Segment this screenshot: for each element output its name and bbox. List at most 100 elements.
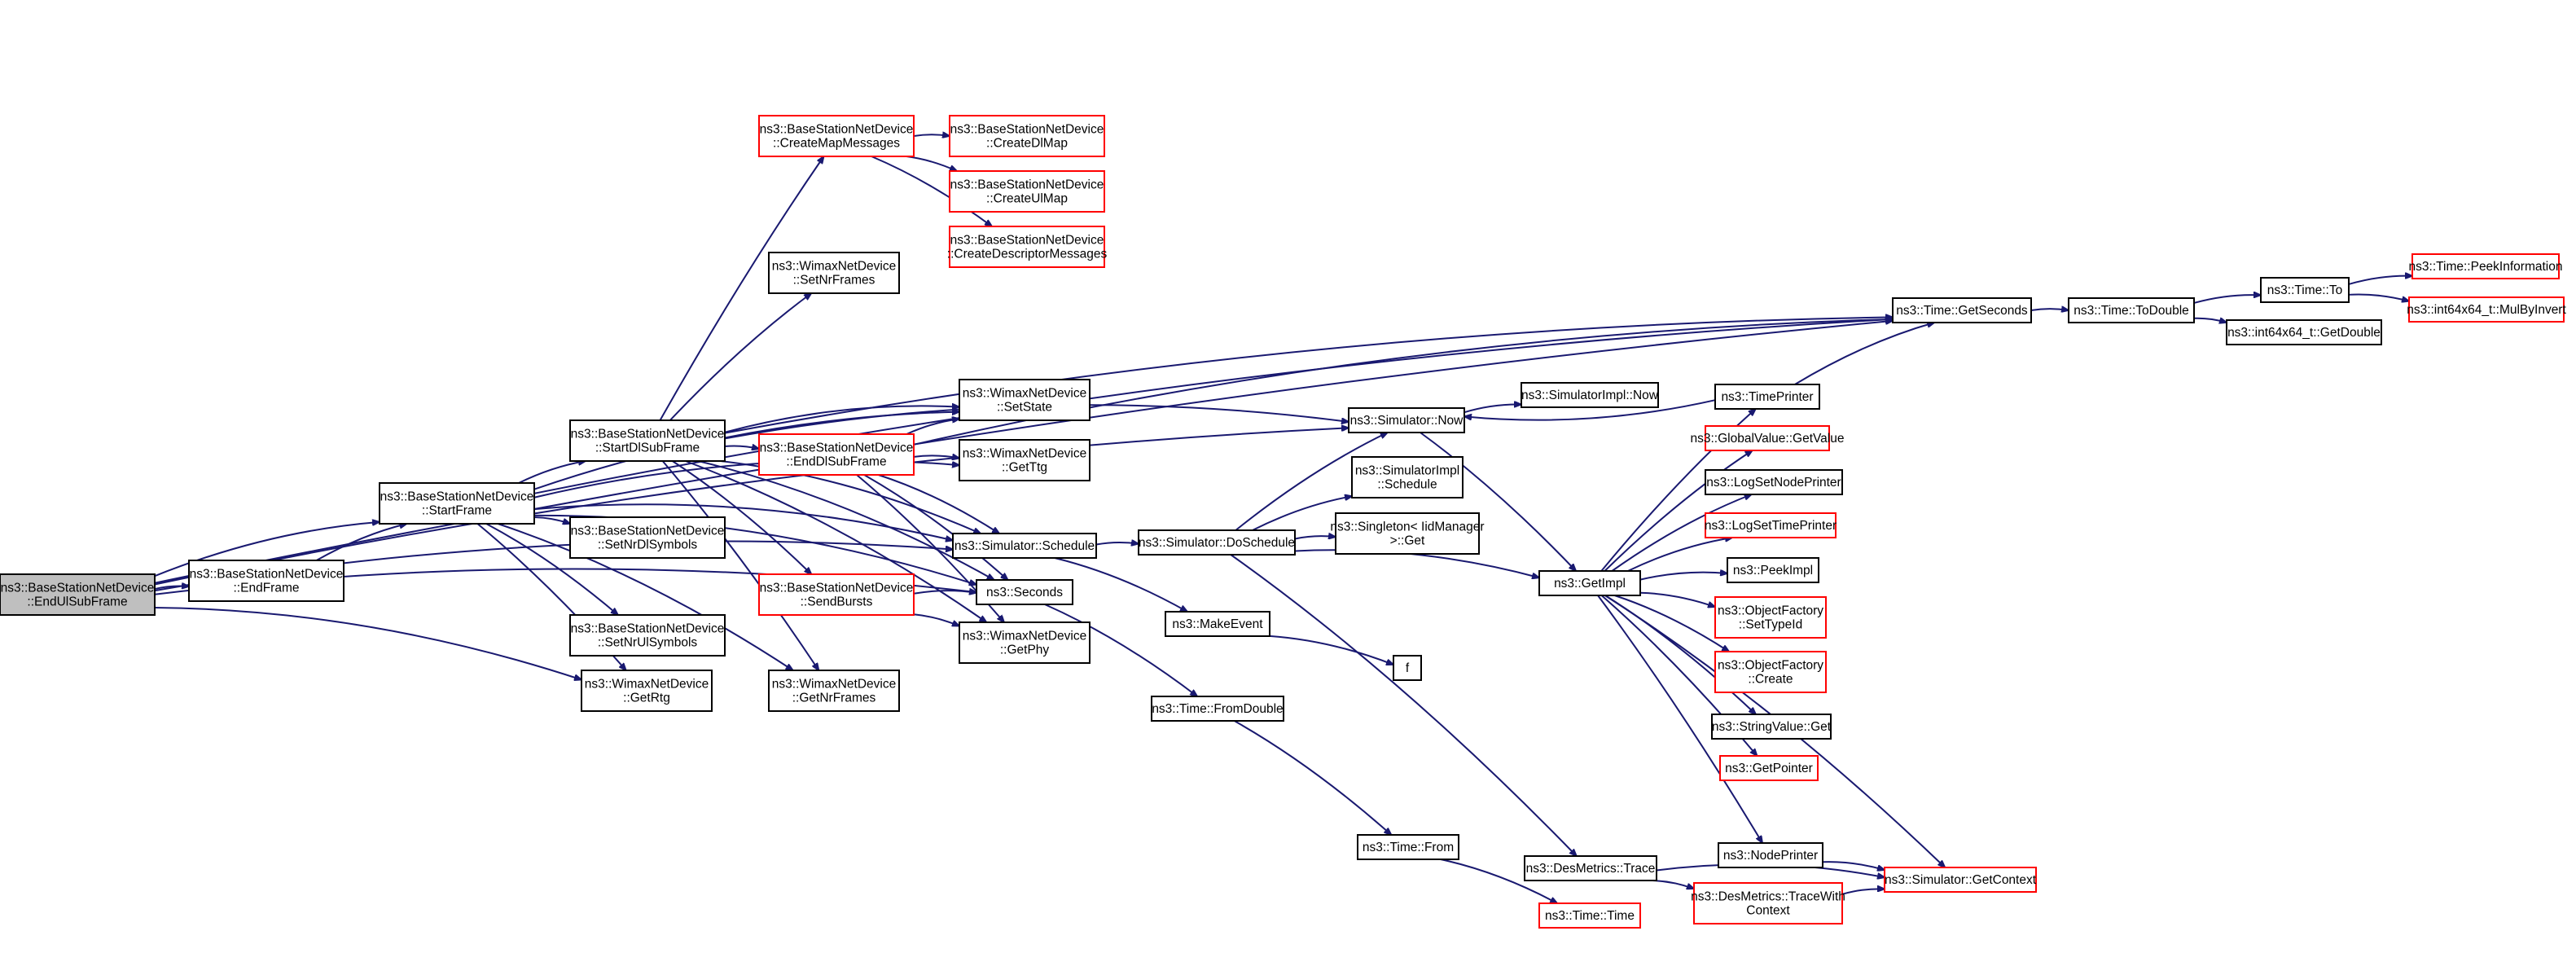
- node-now[interactable]: ns3::Simulator::Now: [1348, 407, 1465, 433]
- node-label-line: ::GetNrFrames: [792, 692, 876, 705]
- node-box: [959, 621, 1091, 664]
- node-box: [1165, 611, 1270, 637]
- node-fromdouble[interactable]: ns3::Time::FromDouble: [1151, 696, 1284, 722]
- edge-startdl-to-setstate: [724, 406, 959, 433]
- edge-tracewith-to-getcontext: [1841, 889, 1885, 895]
- node-seconds[interactable]: ns3::Seconds: [976, 579, 1073, 605]
- edge-getimpl-to-logtime: [1627, 538, 1732, 572]
- node-label-line: ns3::BaseStationNetDevice: [760, 441, 914, 455]
- node-globalvalue[interactable]: ns3::GlobalValue::GetValue: [1691, 425, 1845, 451]
- node-create[interactable]: ns3::ObjectFactory::Create: [1714, 651, 1827, 693]
- edge-doschedule-to-now: [1235, 433, 1387, 531]
- node-label-line: ns3::WimaxNetDevice: [963, 630, 1086, 643]
- node-sendbursts[interactable]: ns3::BaseStationNetDevice::SendBursts: [758, 573, 915, 616]
- node-implsched[interactable]: ns3::SimulatorImpl::Schedule: [1351, 456, 1464, 498]
- node-label-line: ns3::BaseStationNetDevice: [760, 123, 914, 137]
- node-timeto[interactable]: ns3::Time::To: [2260, 277, 2350, 303]
- node-box: [0, 573, 156, 616]
- node-label-line: ::CreateMapMessages: [773, 137, 900, 151]
- node-box: [1693, 882, 1843, 924]
- node-label-line: ::GetRtg: [623, 692, 670, 705]
- node-label-line: ::GetTtg: [1002, 461, 1047, 475]
- edge-startdl-to-schedule: [720, 460, 981, 534]
- node-box: [1884, 867, 2037, 893]
- node-setnrframes[interactable]: ns3::WimaxNetDevice::SetNrFrames: [768, 252, 900, 294]
- node-schedule[interactable]: ns3::Simulator::Schedule: [952, 533, 1097, 559]
- edge-startdl-to-getphy: [685, 460, 987, 622]
- edge-getimpl-to-peekimpl: [1639, 573, 1727, 581]
- node-label-line: ns3::Simulator::Schedule: [954, 539, 1095, 553]
- node-lognode[interactable]: ns3::LogSetNodePrinter: [1705, 469, 1843, 495]
- node-endul[interactable]: ns3::BaseStationNetDevice::EndUlSubFrame: [0, 573, 156, 616]
- node-getnrframes[interactable]: ns3::WimaxNetDevice::GetNrFrames: [768, 670, 900, 712]
- node-box: [1348, 407, 1465, 433]
- node-f[interactable]: f: [1393, 655, 1422, 681]
- edge-startdl-to-createmap: [659, 156, 824, 421]
- node-desmetrics[interactable]: ns3::DesMetrics::Trace: [1524, 855, 1657, 881]
- node-getttg[interactable]: ns3::WimaxNetDevice::GetTtg: [959, 439, 1091, 481]
- node-getdouble[interactable]: ns3::int64x64_t::GetDouble: [2226, 319, 2382, 345]
- node-setstate[interactable]: ns3::WimaxNetDevice::SetState: [959, 379, 1091, 421]
- node-box: [1705, 469, 1843, 495]
- node-peekinfo[interactable]: ns3::Time::PeekInformation: [2409, 253, 2563, 279]
- node-singleton[interactable]: ns3::Singleton< IidManager>::Get: [1330, 512, 1485, 555]
- node-label-line: ns3::BaseStationNetDevice: [950, 178, 1104, 192]
- node-box: [959, 379, 1091, 421]
- node-createul[interactable]: ns3::BaseStationNetDevice::CreateUlMap: [949, 170, 1105, 213]
- node-box: [1714, 596, 1827, 639]
- node-label-line: ns3::BaseStationNetDevice: [571, 525, 725, 538]
- node-mulbyinvert[interactable]: ns3::int64x64_t::MulByInvert: [2407, 296, 2566, 323]
- node-box: [758, 573, 915, 616]
- node-timetime[interactable]: ns3::Time::Time: [1538, 902, 1641, 929]
- node-getseconds[interactable]: ns3::Time::GetSeconds: [1892, 297, 2032, 323]
- node-nodeprinter[interactable]: ns3::NodePrinter: [1718, 842, 1823, 868]
- edge-getimpl-to-globalvalue: [1604, 450, 1752, 572]
- node-setnrdl[interactable]: ns3::BaseStationNetDevice::SetNrDlSymbol…: [569, 516, 726, 559]
- node-peekimpl[interactable]: ns3::PeekImpl: [1727, 557, 1819, 583]
- edge-startframe-to-startdl: [518, 461, 586, 484]
- edge-sendbursts-to-seconds: [913, 591, 976, 594]
- node-label-line: ns3::BaseStationNetDevice: [571, 622, 725, 636]
- node-label-line: ns3::Time::ToDouble: [2074, 304, 2189, 318]
- node-timeprinter[interactable]: ns3::TimePrinter: [1714, 384, 1820, 410]
- node-label-line: ns3::int64x64_t::GetDouble: [2227, 326, 2381, 340]
- edge-doschedule-to-desmetrics: [1230, 554, 1577, 856]
- edge-sendbursts-to-getphy: [913, 613, 959, 627]
- edge-startdl-to-getnrframes: [661, 460, 819, 670]
- node-createdesc[interactable]: ns3::BaseStationNetDevice::CreateDescrip…: [947, 226, 1108, 268]
- node-label-line: ns3::ObjectFactory: [1718, 659, 1823, 673]
- node-startframe[interactable]: ns3::BaseStationNetDevice::StartFrame: [379, 482, 535, 525]
- node-getphy[interactable]: ns3::WimaxNetDevice::GetPhy: [959, 621, 1091, 664]
- node-setnrul[interactable]: ns3::BaseStationNetDevice::SetNrUlSymbol…: [569, 614, 726, 657]
- node-label-line: ::StartDlSubFrame: [595, 441, 700, 455]
- node-label-line: ns3::TimePrinter: [1721, 390, 1813, 404]
- node-getrtg[interactable]: ns3::WimaxNetDevice::GetRtg: [581, 670, 713, 712]
- node-startdl[interactable]: ns3::BaseStationNetDevice::StartDlSubFra…: [569, 419, 726, 462]
- node-createmap[interactable]: ns3::BaseStationNetDevice::CreateMapMess…: [758, 115, 915, 157]
- node-getimpl[interactable]: ns3::GetImpl: [1538, 570, 1641, 596]
- node-enddl[interactable]: ns3::BaseStationNetDevice::EndDlSubFrame: [758, 433, 915, 476]
- node-label-line: ns3::Singleton< IidManager: [1330, 520, 1484, 534]
- node-box: [952, 533, 1097, 559]
- edge-endul-to-startframe: [154, 522, 380, 578]
- node-getpointer[interactable]: ns3::GetPointer: [1719, 755, 1819, 781]
- node-doschedule[interactable]: ns3::Simulator::DoSchedule: [1138, 529, 1296, 556]
- edge-getimpl-to-lognode: [1611, 494, 1751, 572]
- node-getcontext[interactable]: ns3::Simulator::GetContext: [1884, 867, 2037, 893]
- edge-endul-to-getseconds: [154, 321, 1893, 584]
- node-todouble[interactable]: ns3::Time::ToDouble: [2068, 297, 2195, 323]
- node-timefrom[interactable]: ns3::Time::From: [1357, 834, 1459, 860]
- node-box: [1718, 842, 1823, 868]
- edge-doschedule-to-singleton: [1294, 536, 1336, 538]
- node-logtime[interactable]: ns3::LogSetTimePrinter: [1705, 512, 1837, 538]
- node-settypeid[interactable]: ns3::ObjectFactory::SetTypeId: [1714, 596, 1827, 639]
- node-makeevent[interactable]: ns3::MakeEvent: [1165, 611, 1270, 637]
- edge-startframe-to-setnrdl: [533, 516, 570, 524]
- node-createdl[interactable]: ns3::BaseStationNetDevice::CreateDlMap: [949, 115, 1105, 157]
- node-endframe[interactable]: ns3::BaseStationNetDevice::EndFrame: [188, 560, 344, 602]
- node-stringvalue[interactable]: ns3::StringValue::Get: [1711, 714, 1832, 740]
- edge-todouble-to-timeto: [2193, 295, 2261, 304]
- node-label-line: ::GetPhy: [1000, 643, 1050, 657]
- node-implnow[interactable]: ns3::SimulatorImpl::Now: [1521, 382, 1659, 408]
